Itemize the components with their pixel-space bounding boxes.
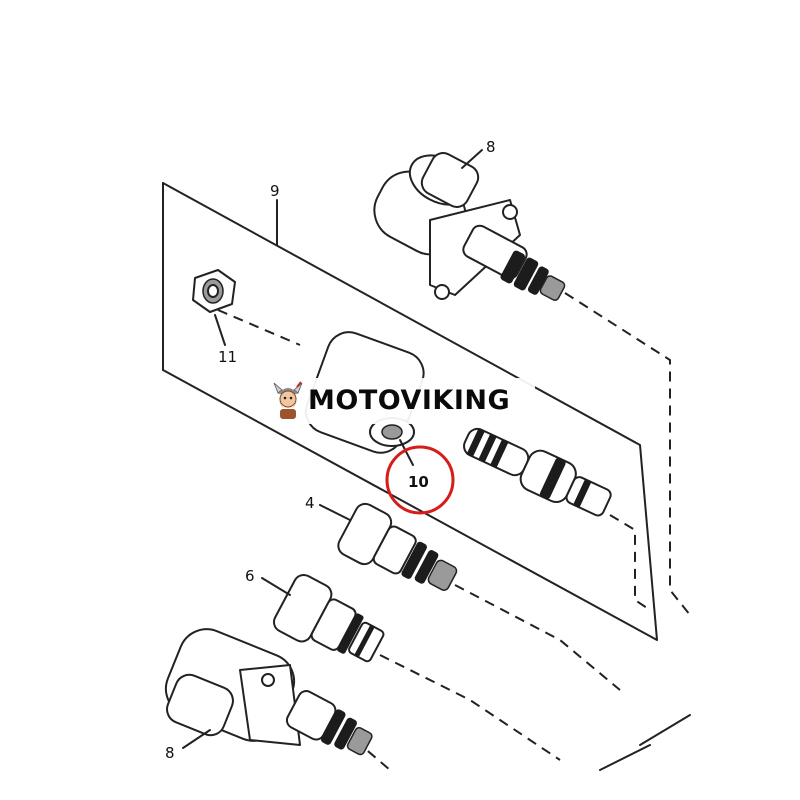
callout-11: 11 [218,348,237,366]
solenoid-top [373,152,566,301]
assembly-guide-lines [217,292,691,771]
highlight-circle [385,445,455,515]
callout-6: 6 [245,567,255,585]
callout-10: 10 [408,473,429,491]
leader-lines [182,149,483,749]
viking-mascot-logo-icon [273,381,303,419]
callout-8-bottom: 8 [165,744,175,762]
watermark-brand-text: MOTOVIKING [308,385,511,416]
callout-8-top: 8 [486,138,496,156]
valve-small [337,502,458,591]
callout-4: 4 [305,494,315,512]
cover-plate [162,182,658,641]
nut-part [192,269,236,313]
solenoid-bottom [164,628,373,756]
callout-9: 9 [270,182,280,200]
valve-medium [272,573,385,663]
valve-spool [463,427,612,517]
watermark-banner [265,378,535,424]
